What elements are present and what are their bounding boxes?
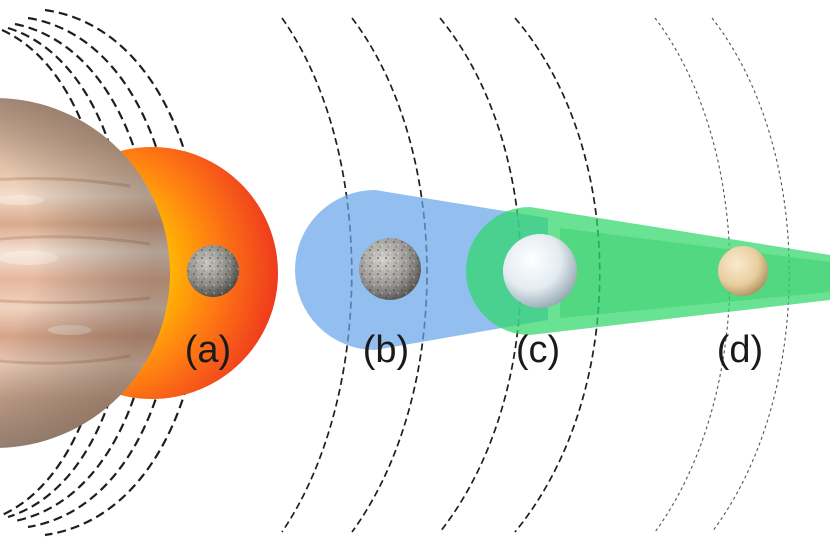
label-b: (b): [363, 329, 409, 371]
label-d: (d): [717, 329, 763, 371]
label-a: (a): [185, 329, 231, 371]
moon-c: [503, 234, 577, 308]
inner-field-lines: [1, 8, 204, 537]
planet: [0, 98, 170, 448]
moon-d: [718, 246, 768, 296]
label-c: (c): [516, 329, 560, 371]
moon-b: [359, 238, 421, 300]
moon-a: [187, 245, 239, 297]
zone-green-core: [560, 228, 830, 318]
